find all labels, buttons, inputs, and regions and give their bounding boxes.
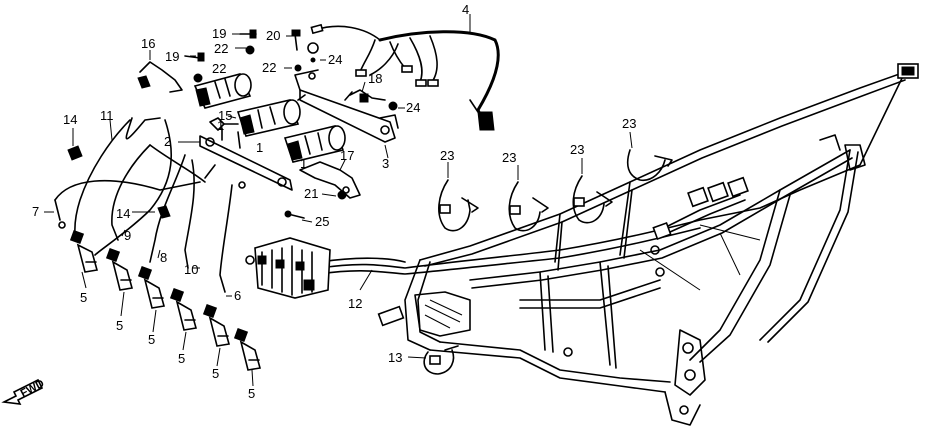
callout-5-c: 5 [148,332,155,347]
callout-13: 13 [388,350,402,365]
callout-11: 11 [100,108,114,123]
nut-24-top [307,42,319,63]
callout-1-lower: 1 [300,156,307,171]
callout-1-middle: 1 [256,140,263,155]
bracket-16 [137,61,183,93]
clip-14-mid [157,205,171,219]
callout-2: 2 [164,134,171,149]
front-harness-connector [897,63,919,79]
callout-14-top: 14 [63,112,77,127]
plug-cap-1 [69,229,99,273]
callout-5-e: 5 [212,366,219,381]
callout-10: 10 [184,262,198,277]
forward-direction-indicator: FWD [1,378,47,405]
callout-20: 20 [266,28,280,43]
upper-coil-bracket [294,69,399,143]
clip-14-top [67,145,83,161]
small-hardware [67,29,398,219]
harness-band-clamps [423,149,673,375]
callout-15: 15 [218,108,232,123]
bolt-19-left [184,52,205,62]
plug-cap-5 [202,303,231,347]
ignition-coil-upper [193,73,252,109]
callout-21: 21 [304,186,318,201]
callout-5-a: 5 [80,290,87,305]
nut-24-right [388,101,398,111]
callout-9: 9 [124,228,131,243]
callout-19-top: 19 [212,26,226,41]
clip-18 [344,89,386,103]
callout-23-b: 23 [502,150,516,165]
callout-23-d: 23 [622,116,636,131]
harness-clamp-4 [626,149,673,182]
fwd-arrow-icon [1,378,44,405]
callout-5-d: 5 [178,351,185,366]
fwd-label: FWD [19,378,47,400]
callout-14-mid: 14 [116,206,130,221]
callout-1-upper: 1 [217,118,224,133]
washer-22-left [193,73,203,83]
washer-22-mid [245,45,255,55]
callout-22-right: 22 [262,60,276,75]
plug-cap-4 [169,287,198,331]
callout-12: 12 [348,296,362,311]
callout-23-c: 23 [570,142,584,157]
ignition-coil-lower [283,125,346,163]
screw-25 [284,210,305,219]
callout-3: 3 [382,156,389,171]
callout-7: 7 [32,204,39,219]
callout-18: 18 [368,71,382,86]
connector-15 [209,117,239,131]
washer-22-right [294,64,302,72]
sub-wire-harness [310,23,500,131]
bolt-20 [291,29,301,51]
callout-8: 8 [160,250,167,265]
ignition-coil-middle [236,94,306,137]
callout-4: 4 [462,2,469,17]
harness-junction-block [245,237,331,299]
callout-24-top: 24 [328,52,342,67]
plug-cap-2 [105,247,134,291]
plug-cap-3 [137,265,166,309]
callout-5-b: 5 [116,318,123,333]
callout-numbers: 4 16 19 19 20 22 22 22 24 18 24 14 11 15… [32,2,636,401]
harness-clamp-3 [572,175,613,224]
callout-5-f: 5 [248,386,255,401]
harness-clamp-2 [508,181,549,232]
callout-22-left: 22 [212,61,226,76]
spark-plug-caps [69,229,262,371]
callout-24-right: 24 [406,100,420,115]
bolt-19-top [239,29,257,39]
main-wire-harness [319,63,919,275]
motorcycle-frame [377,71,906,426]
harness-clamp-13 [423,345,459,375]
callout-17: 17 [340,148,354,163]
callout-6: 6 [234,288,241,303]
coil-mounting-bracket [199,127,293,191]
callout-25: 25 [315,214,329,229]
nut-21 [337,190,347,200]
callout-23-a: 23 [440,148,454,163]
callout-16: 16 [141,36,155,51]
callout-22-top: 22 [214,41,228,56]
leader-lines [44,14,633,387]
plug-cap-6 [233,327,262,371]
callout-19-left: 19 [165,49,179,64]
harness-clamp-1 [438,179,479,232]
harness-connector-bank [652,176,749,241]
